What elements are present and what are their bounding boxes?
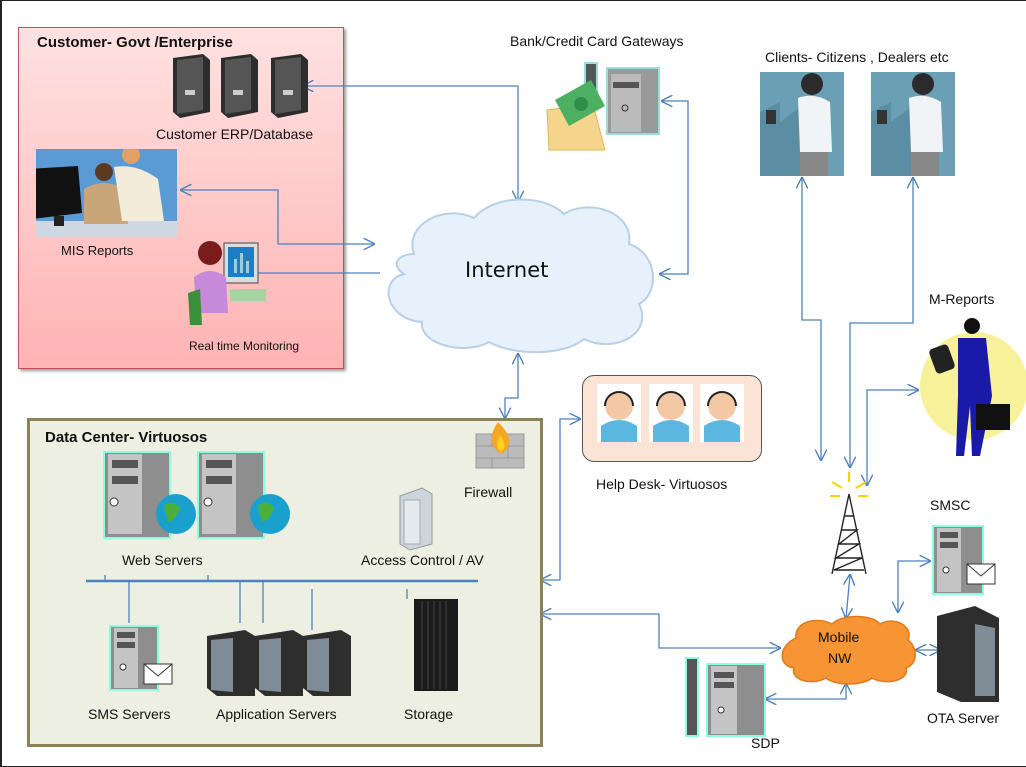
mreports-icon — [920, 318, 1026, 456]
mobile-label-1: Mobile — [818, 629, 860, 645]
erp-internet-link — [303, 86, 518, 201]
mis-internet-link — [181, 190, 374, 244]
client2-tower-link — [850, 178, 913, 467]
erp-server-icons — [173, 54, 308, 118]
client1-tower-link — [802, 178, 821, 460]
ota-label: OTA Server — [927, 710, 1000, 726]
ota-server-icon — [937, 606, 999, 702]
mobile-network-cloud — [781, 615, 916, 685]
helpdesk-dc-link — [541, 419, 580, 580]
tower-mobile-link — [846, 575, 850, 618]
storage-label: Storage — [404, 706, 454, 722]
internet-firewall-link — [505, 354, 518, 418]
clients-label: Clients- Citizens , Dealers etc — [765, 49, 949, 65]
internet-cloud — [387, 198, 654, 354]
access-control-label: Access Control / AV — [361, 552, 484, 568]
access-control-icon — [399, 487, 433, 551]
sdp-label: SDP — [751, 735, 780, 751]
client-image-1 — [760, 72, 844, 176]
erp-label: Customer ERP/Database — [156, 126, 314, 142]
helpdesk-label: Help Desk- Virtuosos — [596, 476, 728, 492]
application-servers-label: Application Servers — [216, 706, 337, 722]
mis-reports-image — [28, 146, 177, 237]
monitoring-icon — [188, 241, 266, 325]
cell-tower-icon — [830, 472, 868, 575]
mobile-dc-link — [541, 614, 780, 648]
sms-server-icon — [109, 625, 173, 691]
helpdesk-agents-icon — [597, 384, 744, 442]
sdp-server-icon — [685, 657, 766, 737]
firewall-label: Firewall — [464, 484, 513, 500]
web-server-icons — [103, 451, 290, 539]
mobile-sdp-link — [766, 684, 846, 699]
bank-internet-link — [660, 101, 689, 274]
application-server-icons — [207, 630, 351, 696]
bank-gateway-icon — [546, 62, 660, 151]
storage-icon — [414, 599, 458, 691]
datacenter-title: Data Center- Virtuosos — [45, 429, 208, 446]
smsc-label: SMSC — [930, 497, 971, 513]
web-servers-label: Web Servers — [122, 552, 203, 568]
smsc-server-icon — [932, 525, 996, 595]
firewall-icon — [475, 422, 525, 469]
lan-bus — [86, 575, 478, 630]
mreports-label: M-Reports — [929, 291, 995, 307]
sms-servers-label: SMS Servers — [88, 706, 171, 722]
internet-label: Internet — [465, 258, 549, 282]
monitor-label: Real time Monitoring — [189, 339, 300, 353]
mreports-tower-link — [867, 390, 918, 485]
bank-label: Bank/Credit Card Gateways — [510, 33, 684, 49]
mobile-smsc-link — [898, 561, 930, 612]
mis-label: MIS Reports — [61, 243, 134, 258]
customer-group-title: Customer- Govt /Enterprise — [37, 34, 233, 51]
client-image-2 — [871, 72, 955, 176]
mobile-label-2: NW — [828, 650, 852, 666]
